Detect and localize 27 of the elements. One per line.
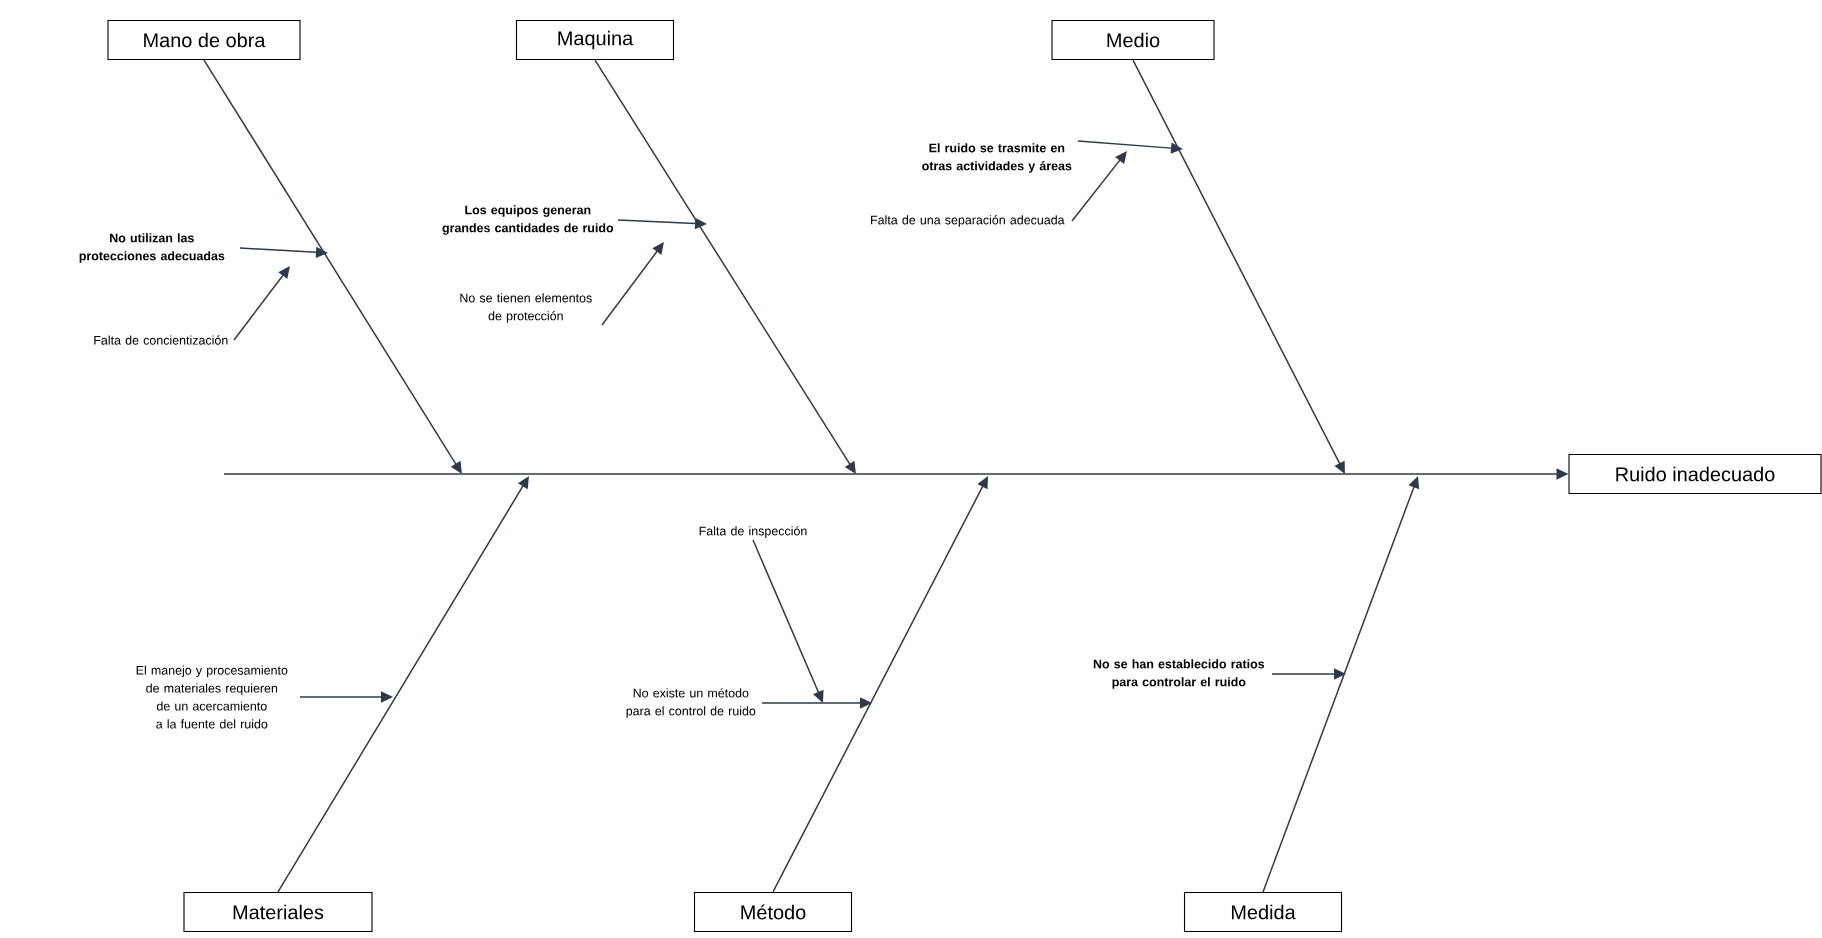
cause-text: No se han establecido ratios para controlar el ruido [1093, 659, 1265, 689]
cause-text: Los equipos generan grandes cantidades de ruido [442, 205, 614, 235]
category-box: Medida [1183, 891, 1343, 933]
arrow [752, 539, 824, 703]
cause-text: Falta de una separación adecuada [871, 215, 1065, 227]
bone-arrow [594, 59, 856, 474]
category-box: Materiales [183, 891, 373, 933]
cause-text: No utilizan las protecciones adecuadas [79, 233, 225, 263]
bone-arrow [1262, 476, 1420, 893]
cause-text: El manejo y procesamiento de materiales requieren de un acercamiento a la fuente del ruido [136, 665, 288, 729]
category-box: Método [693, 891, 853, 933]
bone-arrow [1132, 59, 1345, 474]
bone-arrow [203, 59, 462, 474]
cause-text: Falta de concientización [94, 335, 228, 345]
bone-arrow [772, 476, 988, 893]
arrow [601, 242, 664, 326]
category-box: Medio [1051, 19, 1215, 61]
cause-text: Falta de inspección [699, 526, 807, 538]
cause-text: No existe un método para el control de ruido [626, 688, 756, 718]
effect-box: Ruido inadecuado [1568, 453, 1822, 495]
cause-text: El ruido se trasmite en otras actividades y áreas [922, 143, 1072, 173]
bone-arrow [277, 476, 529, 893]
arrow [233, 266, 290, 341]
category-box: Mano de obra [107, 19, 301, 61]
cause-text: No se tienen elementos de protección [460, 293, 592, 323]
arrow [1071, 151, 1127, 222]
category-box: Maquina [515, 19, 675, 61]
